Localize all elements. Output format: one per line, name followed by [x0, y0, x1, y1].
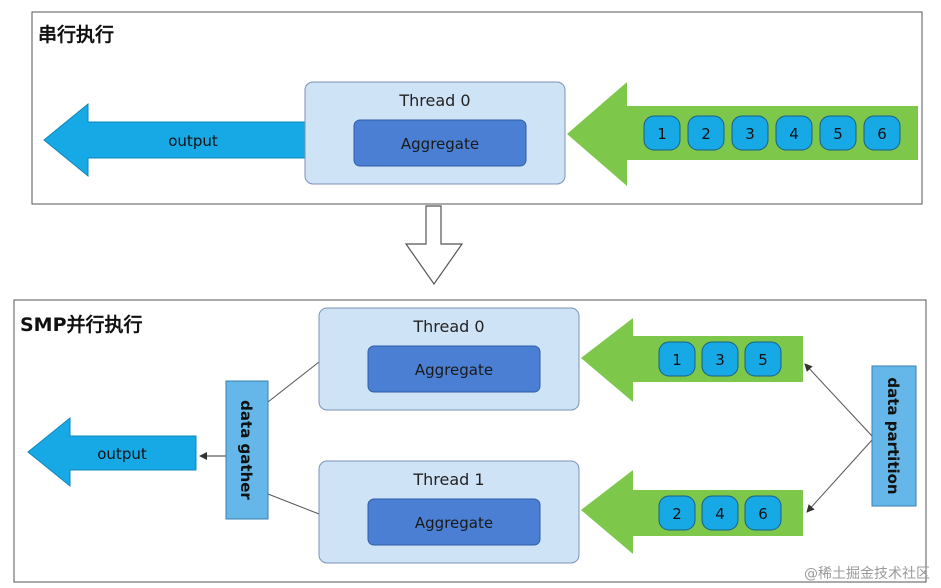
- data-gather-bar: data gather: [225, 380, 269, 520]
- serial-input-chips: 1 2 3 4 5 6: [643, 115, 901, 151]
- input-chip: 6: [744, 495, 782, 531]
- smp-thread-0-aggregate-label: Aggregate: [415, 361, 493, 379]
- input-chip: 1: [658, 341, 696, 377]
- input-chip-label: 5: [833, 125, 843, 143]
- partition-connector-bottom: [806, 439, 873, 513]
- data-partition-bar: data partition: [871, 365, 917, 507]
- input-chip: 3: [731, 115, 769, 151]
- input-chip-label: 4: [715, 505, 725, 523]
- smp-title: SMP并行执行: [20, 313, 143, 336]
- input-chip-label: 6: [758, 505, 768, 523]
- serial-title: 串行执行: [38, 23, 114, 46]
- data-gather-label: data gather: [237, 400, 255, 500]
- smp-input-chips-1: 2 4 6: [658, 495, 782, 531]
- input-chip-label: 3: [745, 125, 755, 143]
- smp-thread-0-label: Thread 0: [412, 317, 484, 336]
- smp-thread-1-box: Thread 1 Aggregate: [318, 460, 580, 564]
- input-chip: 3: [701, 341, 739, 377]
- serial-aggregate-box: [353, 119, 527, 167]
- input-chip-label: 2: [701, 125, 711, 143]
- gather-connector-bottom: [267, 493, 320, 515]
- input-chip: 5: [744, 341, 782, 377]
- smp-thread-0-aggregate-box: [367, 345, 541, 393]
- gather-connector-top: [267, 361, 320, 403]
- input-chip-label: 1: [657, 125, 667, 143]
- input-chip-label: 3: [715, 351, 725, 369]
- input-chip: 4: [775, 115, 813, 151]
- input-chip-label: 6: [877, 125, 887, 143]
- smp-thread-0-box: Thread 0 Aggregate: [318, 307, 580, 411]
- input-chip-label: 4: [789, 125, 799, 143]
- input-chip-label: 5: [758, 351, 768, 369]
- watermark: @稀土掘金技术社区: [804, 566, 930, 582]
- input-chip: 2: [687, 115, 725, 151]
- serial-aggregate-label: Aggregate: [401, 135, 479, 153]
- serial-output-label: output: [168, 132, 218, 150]
- input-chip: 6: [863, 115, 901, 151]
- input-chip: 4: [701, 495, 739, 531]
- input-chip: 1: [643, 115, 681, 151]
- smp-thread-1-aggregate-box: [367, 498, 541, 546]
- data-partition-label: data partition: [884, 377, 902, 494]
- smp-input-chips-0: 1 3 5: [658, 341, 782, 377]
- smp-output-arrow: output: [27, 416, 197, 488]
- smp-output-label: output: [97, 445, 147, 463]
- input-chip-label: 2: [672, 505, 682, 523]
- input-chip: 2: [658, 495, 696, 531]
- serial-thread-label: Thread 0: [398, 91, 470, 110]
- input-chip: 5: [819, 115, 857, 151]
- transition-down-arrow-icon: [404, 205, 464, 286]
- partition-connector-top: [804, 363, 873, 437]
- input-chip-label: 1: [672, 351, 682, 369]
- serial-thread-box: Thread 0 Aggregate: [304, 81, 566, 185]
- smp-thread-1-aggregate-label: Aggregate: [415, 514, 493, 532]
- smp-thread-1-label: Thread 1: [412, 470, 484, 489]
